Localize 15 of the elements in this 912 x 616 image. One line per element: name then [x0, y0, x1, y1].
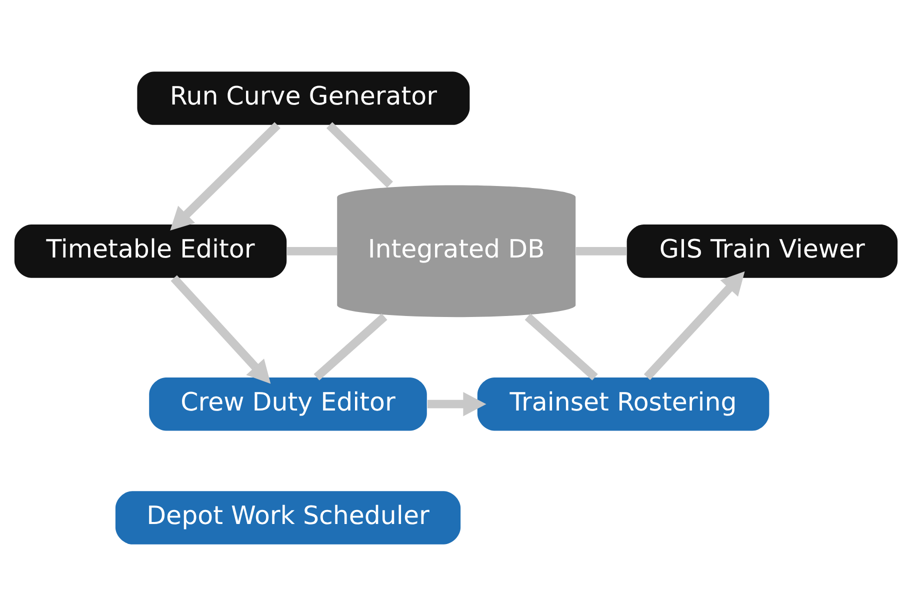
- node-box: Timetable Editor: [14, 224, 287, 278]
- connector: [326, 122, 393, 188]
- node-box: GIS Train Viewer: [626, 224, 898, 278]
- arrow: [428, 392, 486, 416]
- node-box: Trainset Rostering: [477, 377, 770, 431]
- connector: [576, 246, 627, 256]
- arrow: [644, 271, 745, 380]
- connector: [314, 314, 388, 380]
- connector: [286, 246, 338, 256]
- node-box: Run Curve Generator: [137, 72, 470, 125]
- arrow: [170, 122, 280, 231]
- node-box: Depot Work Scheduler: [115, 491, 461, 544]
- arrow: [170, 275, 271, 384]
- connector: [524, 314, 598, 380]
- node-box: Crew Duty Editor: [149, 377, 427, 431]
